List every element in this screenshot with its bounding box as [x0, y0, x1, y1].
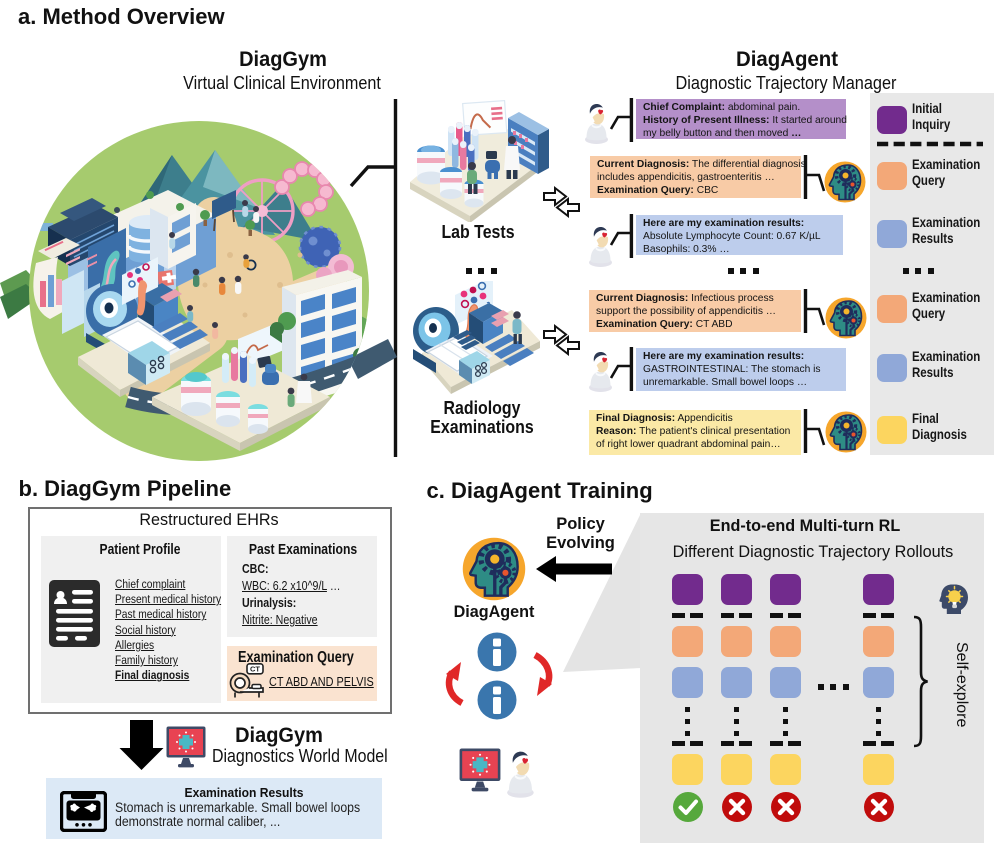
svg-text:CT: CT [250, 665, 260, 674]
